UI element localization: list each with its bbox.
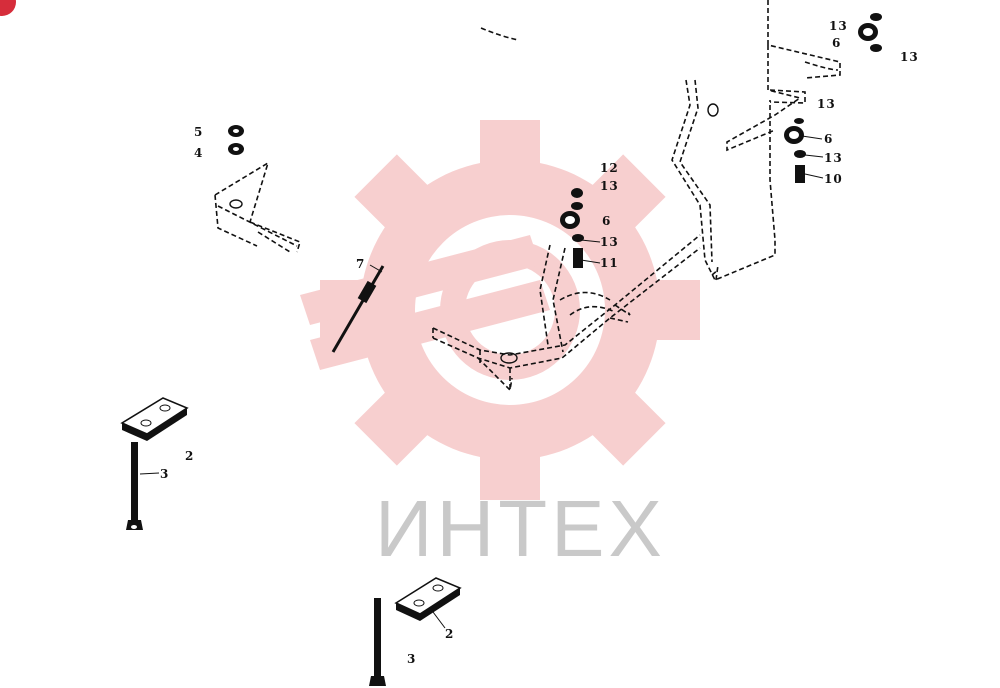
hardware-top-right (858, 13, 882, 52)
hardware-mid-right (784, 118, 806, 183)
callout-4: 4 (194, 146, 203, 160)
callout-3-b: 3 (407, 652, 416, 666)
washer-4 (228, 143, 244, 155)
callout-13-b: 13 (600, 235, 619, 249)
callout-5: 5 (194, 125, 203, 139)
left-bracket (214, 161, 301, 253)
callout-2-b: 2 (445, 627, 454, 641)
callout-13-f: 13 (824, 151, 843, 165)
callout-12: 12 (600, 161, 619, 175)
callout-13-a: 13 (600, 179, 619, 193)
nut-5 (228, 125, 244, 137)
callout-7: 7 (356, 257, 365, 271)
top-frame-fragment (480, 27, 519, 41)
callout-3-a: 3 (160, 467, 169, 481)
leader-lines (139, 135, 824, 629)
callout-13-d: 13 (900, 50, 919, 64)
right-frame (671, 0, 841, 282)
watermark-gear-logo (300, 120, 700, 500)
callout-13-e: 13 (817, 97, 836, 111)
callout-2-a: 2 (185, 449, 194, 463)
callout-6-a: 6 (602, 214, 611, 228)
rod-7 (331, 265, 385, 353)
callout-13-c: 13 (829, 19, 848, 33)
clamp-plate-left (120, 397, 189, 441)
callout-11: 11 (600, 256, 619, 270)
bolt-left (126, 442, 143, 530)
clamp-plate-bottom (394, 577, 462, 621)
bolt-bottom (369, 598, 386, 686)
central-bracket (432, 234, 701, 392)
callout-10: 10 (824, 172, 843, 186)
callout-6-c: 6 (824, 132, 833, 146)
watermark-text: ИНТЕХ (375, 484, 666, 573)
hardware-center (560, 188, 584, 268)
corner-badge (0, 0, 16, 16)
callouts: 5 4 7 12 13 6 13 11 13 6 13 13 6 13 10 2… (160, 19, 919, 666)
callout-6-b: 6 (832, 36, 841, 50)
